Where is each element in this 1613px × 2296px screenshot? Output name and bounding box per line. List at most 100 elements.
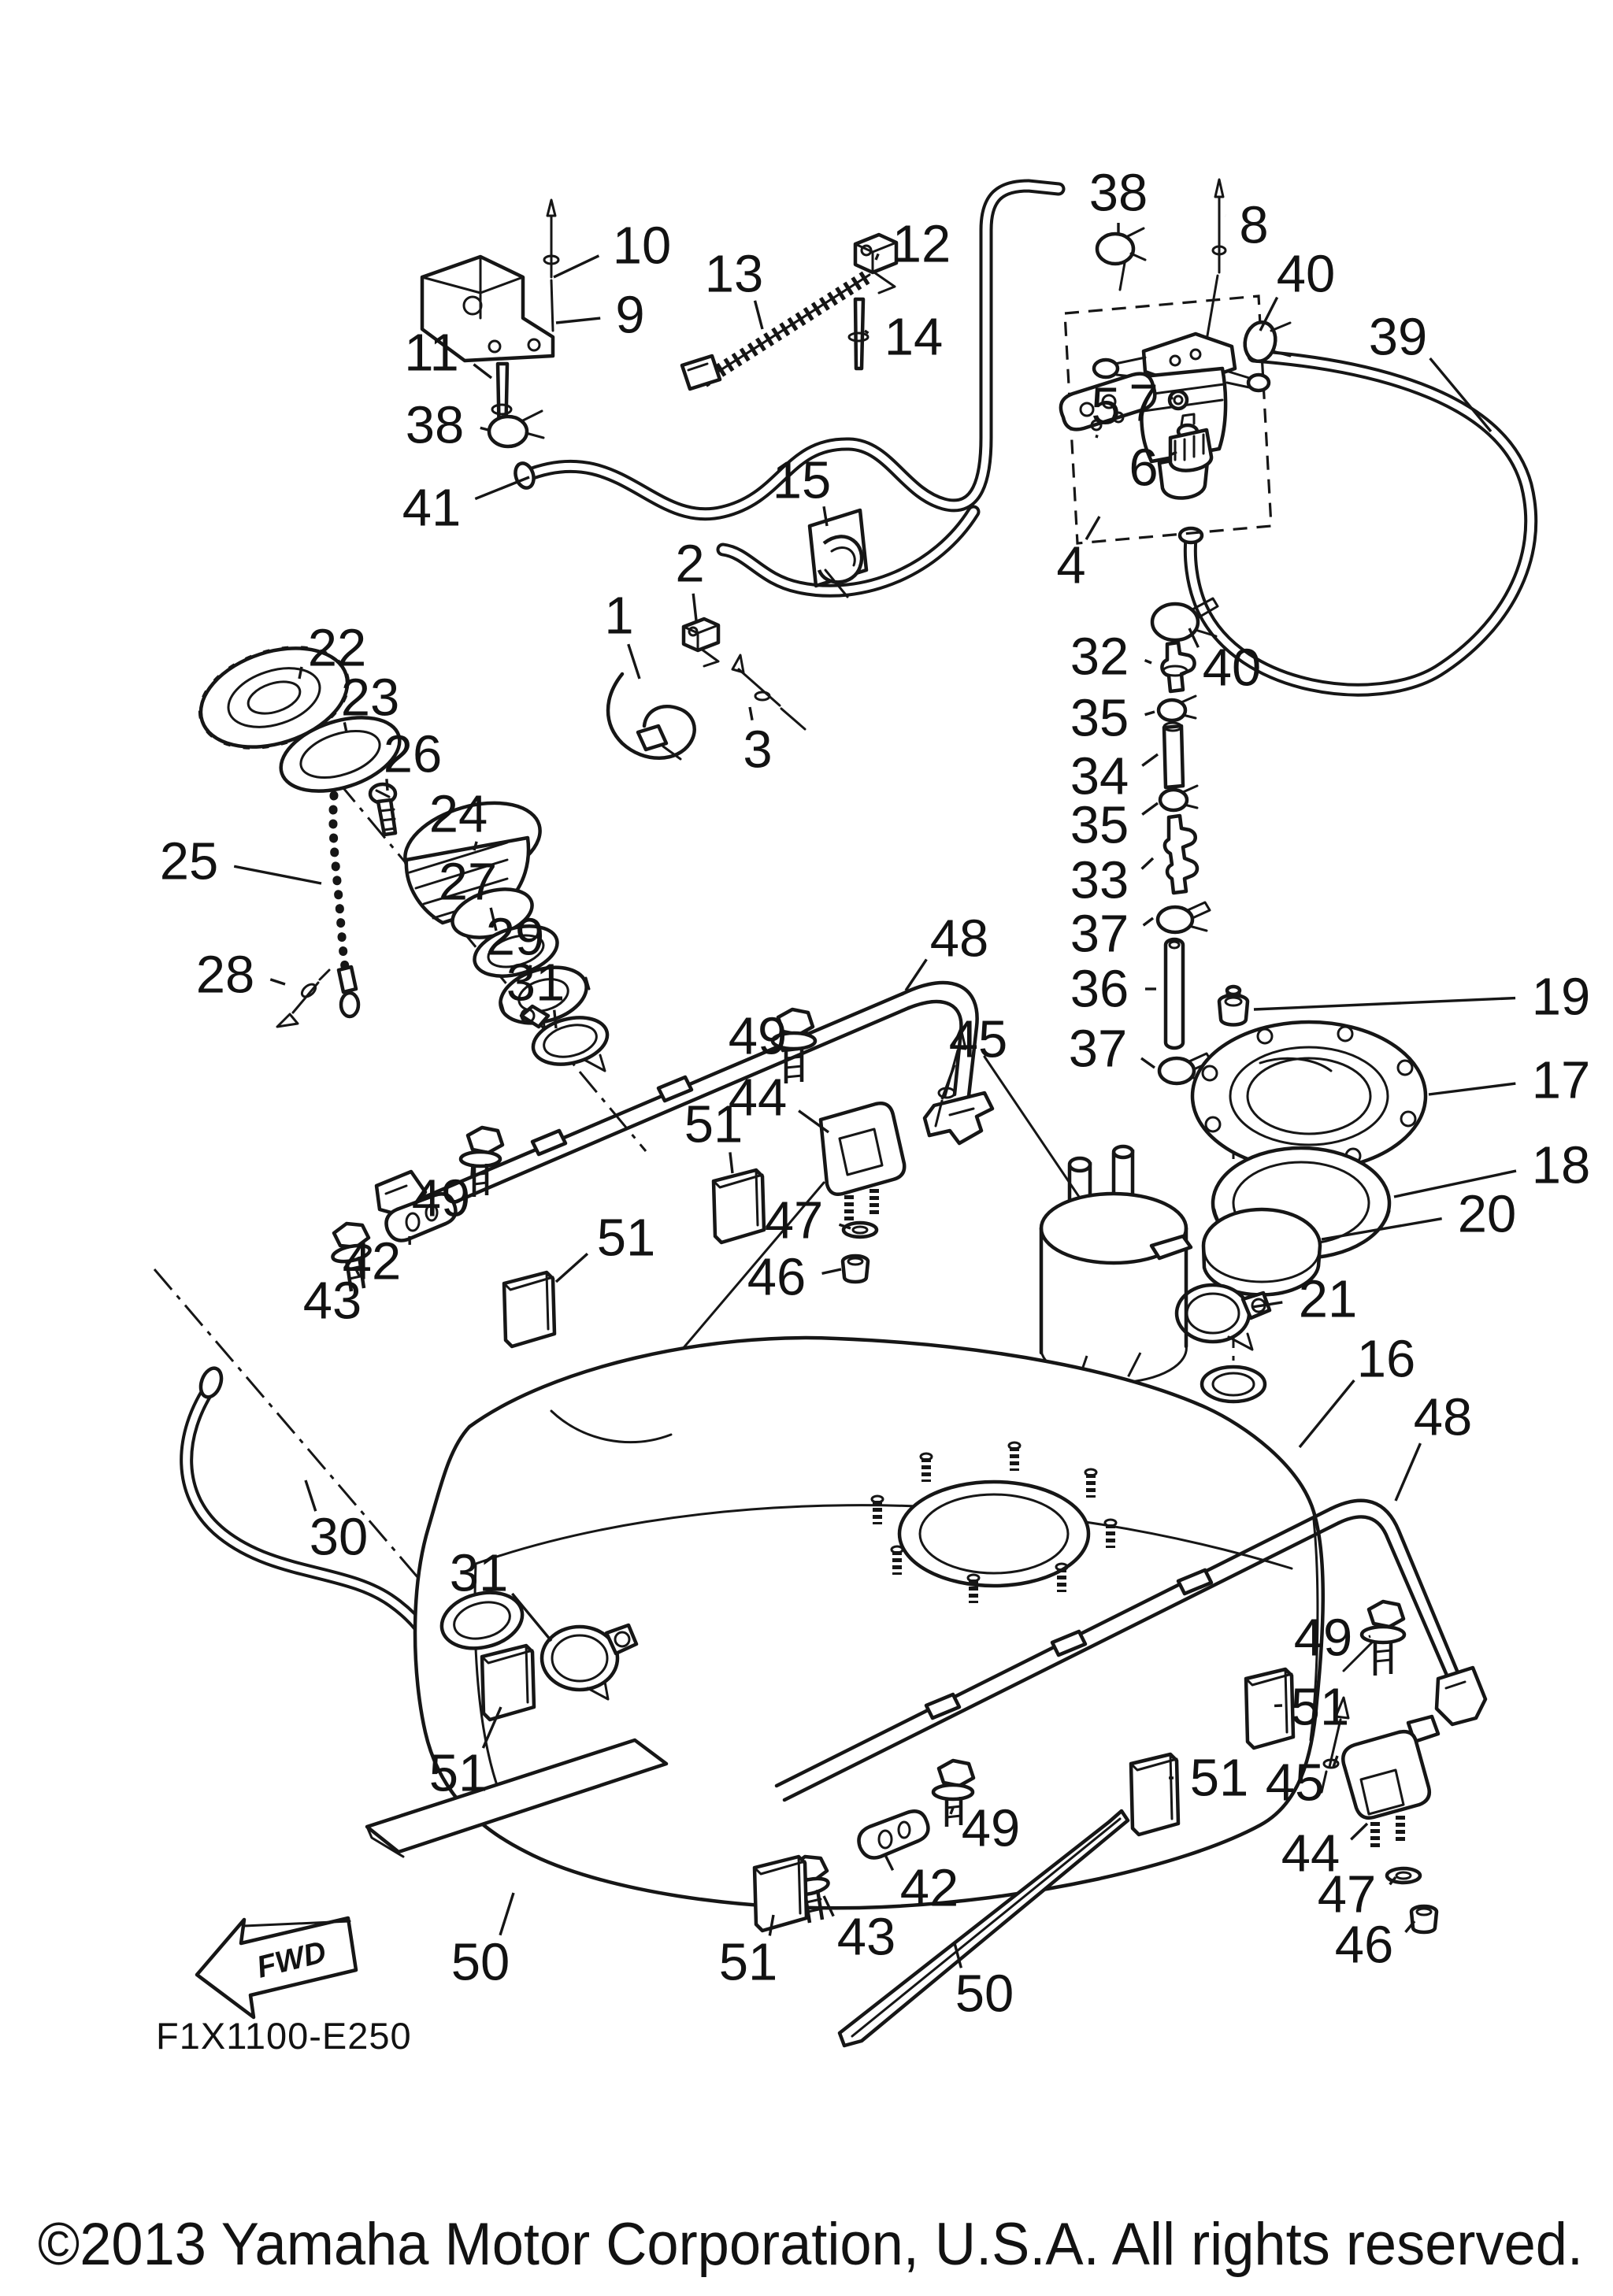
hose-clamp-38-right <box>1095 227 1147 291</box>
rivet-14 <box>847 297 870 371</box>
callout-51: 51 <box>554 1209 656 1283</box>
hose-clamp-35-a <box>1156 694 1197 723</box>
filter-bracket-5 <box>1059 372 1157 431</box>
lead-wire-1 <box>606 672 696 761</box>
callout-13: 13 <box>705 245 764 330</box>
callout-48: 48 <box>904 909 989 991</box>
copyright-text: ©2013 Yamaha Motor Corporation, U.S.A. A… <box>38 2211 1583 2278</box>
svg-text:48: 48 <box>930 909 989 968</box>
svg-text:46: 46 <box>1335 1916 1394 1975</box>
svg-text:30: 30 <box>310 1508 369 1567</box>
svg-text:5: 5 <box>1091 377 1120 436</box>
svg-text:34: 34 <box>1070 747 1129 806</box>
svg-text:25: 25 <box>160 832 219 891</box>
svg-text:49: 49 <box>729 1007 788 1066</box>
clamp-2 <box>681 617 721 668</box>
callout-47: 47 <box>1318 1865 1397 1924</box>
callout-34: 34 <box>1070 747 1159 806</box>
svg-text:22: 22 <box>308 619 367 678</box>
callout-22: 22 <box>298 619 367 680</box>
svg-text:24: 24 <box>429 785 488 844</box>
callout-38: 38 <box>1089 164 1148 235</box>
svg-text:46: 46 <box>747 1248 806 1307</box>
callout-35: 35 <box>1070 796 1159 855</box>
callout-49: 49 <box>1294 1609 1371 1668</box>
callout-51: 51 <box>1169 1749 1248 1808</box>
svg-text:13: 13 <box>705 245 764 304</box>
cable-tie-13 <box>680 271 871 391</box>
svg-text:51: 51 <box>684 1095 743 1154</box>
callout-26: 26 <box>384 725 443 791</box>
svg-text:43: 43 <box>303 1272 362 1331</box>
callout-44: 44 <box>1281 1822 1369 1883</box>
damper-bracket-44-right <box>1341 1730 1431 1850</box>
callout-51: 51 <box>684 1095 743 1174</box>
svg-text:21: 21 <box>1299 1270 1358 1329</box>
callout-51: 51 <box>1274 1678 1349 1737</box>
callout-50: 50 <box>451 1892 515 1992</box>
callout-49: 49 <box>949 1799 1020 1858</box>
o-ring-7 <box>1167 389 1189 411</box>
callout-49: 49 <box>729 1007 799 1066</box>
fuel-tank-16 <box>413 1335 1325 1910</box>
callout-15: 15 <box>773 451 831 527</box>
joint-33 <box>1162 813 1200 895</box>
callout-14: 14 <box>864 308 944 367</box>
tank-strap-48-lower <box>774 1498 1488 1802</box>
callout-10: 10 <box>553 217 671 279</box>
svg-text:33: 33 <box>1070 851 1129 910</box>
svg-text:31: 31 <box>506 954 565 1013</box>
svg-text:41: 41 <box>402 479 462 538</box>
nut-46-right <box>1409 1904 1439 1935</box>
svg-text:51: 51 <box>719 1933 778 1992</box>
svg-text:37: 37 <box>1069 1020 1128 1079</box>
filler-cap-22 <box>198 646 350 750</box>
callout-12: 12 <box>874 215 951 274</box>
callout-27: 27 <box>439 853 498 931</box>
svg-text:44: 44 <box>1281 1824 1340 1883</box>
callout-25: 25 <box>160 832 322 891</box>
svg-text:6: 6 <box>1129 439 1158 498</box>
hose-clamp-38-left <box>487 409 545 449</box>
svg-text:50: 50 <box>955 1965 1014 2024</box>
svg-text:1: 1 <box>604 587 633 646</box>
fuel-cock-bracket-9 <box>420 254 555 363</box>
nut-46-upper <box>840 1254 870 1284</box>
svg-text:42: 42 <box>900 1859 959 1918</box>
callout-51: 51 <box>429 1706 502 1803</box>
callout-24: 24 <box>429 785 488 851</box>
svg-text:14: 14 <box>884 308 944 367</box>
damper-bracket-44-upper <box>818 1102 907 1222</box>
callout-43: 43 <box>303 1268 362 1331</box>
callout-31: 31 <box>450 1544 553 1642</box>
svg-text:3: 3 <box>743 720 772 780</box>
screw-10 <box>543 198 560 332</box>
callout-2: 2 <box>675 535 705 621</box>
callout-30: 30 <box>304 1479 369 1567</box>
svg-text:50: 50 <box>451 1933 510 1992</box>
hose-clamp-35-b <box>1158 784 1199 813</box>
joint-32 <box>1160 640 1196 694</box>
callout-32: 32 <box>1070 628 1152 687</box>
callout-21: 21 <box>1251 1270 1358 1329</box>
svg-text:43: 43 <box>837 1908 896 1967</box>
svg-text:23: 23 <box>341 668 400 728</box>
bolt-49-left <box>458 1125 505 1197</box>
svg-text:47: 47 <box>1318 1865 1377 1924</box>
screw-26 <box>368 782 398 837</box>
callout-33: 33 <box>1070 851 1155 910</box>
svg-text:51: 51 <box>597 1209 656 1268</box>
callout-23: 23 <box>341 668 400 733</box>
callout-48: 48 <box>1394 1388 1472 1502</box>
pin-45-right <box>1320 1696 1350 1794</box>
callout-41: 41 <box>402 476 530 538</box>
callout-9: 9 <box>555 286 645 345</box>
svg-text:49: 49 <box>1294 1609 1353 1668</box>
svg-text:12: 12 <box>892 215 951 274</box>
svg-text:37: 37 <box>1070 905 1129 964</box>
svg-text:26: 26 <box>384 725 443 784</box>
washer-27 <box>473 924 559 978</box>
callout-43: 43 <box>822 1895 896 1967</box>
svg-text:4: 4 <box>1056 536 1085 595</box>
